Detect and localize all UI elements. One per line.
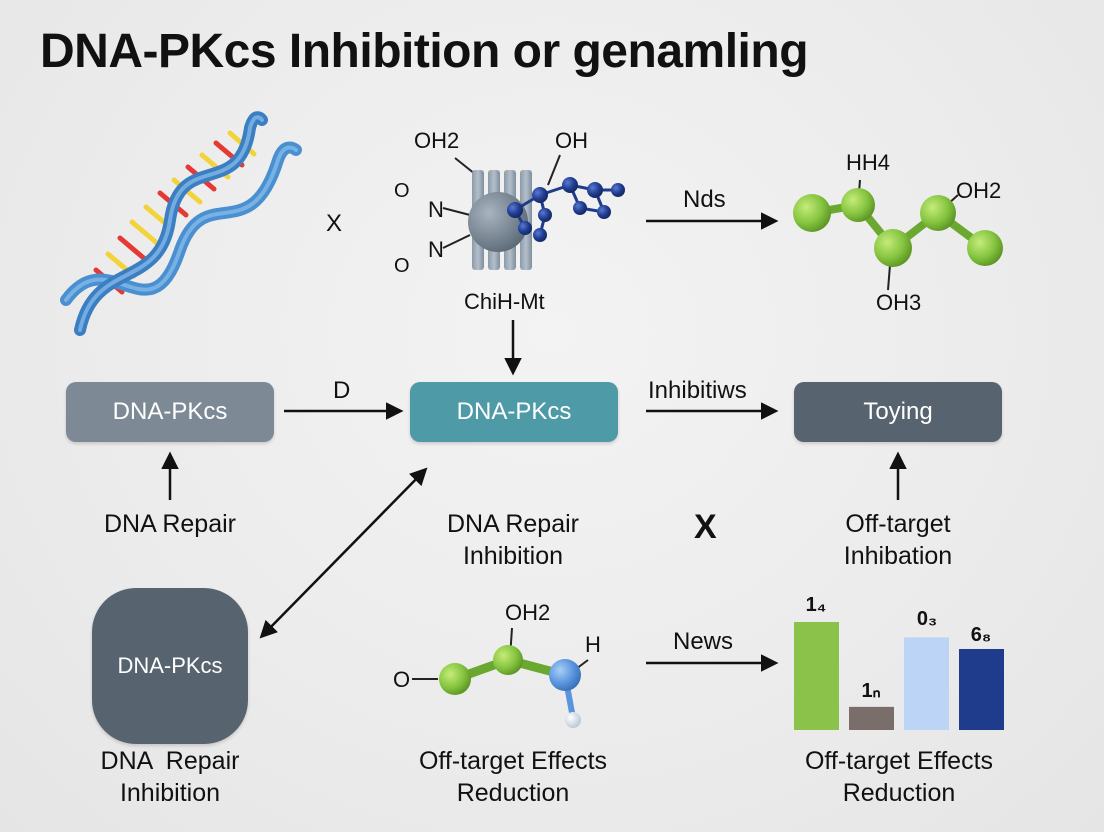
mol-oh2-label: OH2 xyxy=(505,600,551,625)
bar-2 xyxy=(849,706,894,730)
inhibitor-o2-label: O xyxy=(394,255,410,277)
bar-4 xyxy=(959,649,1004,730)
dna-pkcs-box-rounded: DNA-PKcs xyxy=(92,588,248,744)
caption-bottom-dna-repair-line1: DNA Repair xyxy=(100,747,240,775)
caption-bottom-dna-repair-line2: Inhibition xyxy=(119,779,221,807)
arrow-inhibitiws-label: Inhibitiws xyxy=(648,377,747,404)
green-oh2-label: OH2 xyxy=(956,178,1002,203)
arrow-nds-label: Nds xyxy=(683,186,726,213)
bottom-molecule-icon xyxy=(412,627,589,728)
bar-1 xyxy=(794,622,839,730)
bar-3-label: 0₃ xyxy=(916,608,938,630)
bar-chart xyxy=(794,622,1004,730)
green-molecule-icon xyxy=(793,179,1003,291)
bar-4-label: 6₈ xyxy=(970,624,992,646)
caption-off-target-inhibation: Off-target Inhibation xyxy=(788,508,1008,572)
caption-bottom-right-line1: Off-target Effects xyxy=(804,747,994,775)
mol-o-label: O xyxy=(393,667,411,692)
flow-arrows xyxy=(161,212,907,672)
inhibitor-name-label: ChiH-Mt xyxy=(464,289,545,314)
caption-dna-repair-inhibition: DNA Repair Inhibition xyxy=(400,508,626,572)
mol-h-label: H xyxy=(585,632,601,657)
arrow-d-label: D xyxy=(333,377,351,404)
x-mark-top: X xyxy=(326,210,343,237)
caption-dna-repair: DNA Repair xyxy=(60,508,280,540)
arrow-news-label: News xyxy=(673,628,734,655)
caption-bottom-off-target-right: Off-target Effects Reduction xyxy=(764,745,1034,809)
caption-bottom-right-line2: Reduction xyxy=(842,779,956,807)
dna-helix-icon xyxy=(60,111,302,336)
caption-off-target-line1: Off-target xyxy=(845,510,951,538)
caption-off-target-line2: Inhibation xyxy=(843,542,953,570)
toying-box: Toying xyxy=(794,382,1002,442)
bar-2-label: 1ₙ xyxy=(861,680,881,702)
inhibitor-molecule-icon xyxy=(442,154,625,270)
bar-1-label: 1₄ xyxy=(805,594,827,616)
caption-dna-repair-inhibition-line2: Inhibition xyxy=(462,542,564,570)
green-oh3-label: OH3 xyxy=(876,290,922,315)
caption-dna-repair-inhibition-line1: DNA Repair xyxy=(447,510,579,538)
bar-3 xyxy=(904,637,949,730)
dna-pkcs-box-left: DNA-PKcs xyxy=(66,382,274,442)
arrow-bidirectional xyxy=(259,467,428,639)
inhibitor-oh-label: OH xyxy=(555,128,588,153)
x-mark-middle: X xyxy=(694,508,717,546)
inhibitor-oh2-label: OH2 xyxy=(414,128,460,153)
inhibitor-o1-label: O xyxy=(394,180,410,202)
caption-bottom-dna-repair: DNA Repair Inhibition xyxy=(60,745,280,809)
inhibitor-n1-label: N xyxy=(428,197,444,222)
inhibitor-n2-label: N xyxy=(428,237,444,262)
caption-bottom-off-target-center: Off-target Effects Reduction xyxy=(378,745,648,809)
caption-bottom-center-line2: Reduction xyxy=(456,779,570,807)
caption-dna-repair-text: DNA Repair xyxy=(104,510,236,538)
page-title: DNA-PKcs Inhibition or genamling xyxy=(40,25,809,78)
caption-bottom-center-line1: Off-target Effects xyxy=(418,747,608,775)
dna-pkcs-box-center: DNA-PKcs xyxy=(410,382,618,442)
green-hh4-label: HH4 xyxy=(846,150,891,175)
